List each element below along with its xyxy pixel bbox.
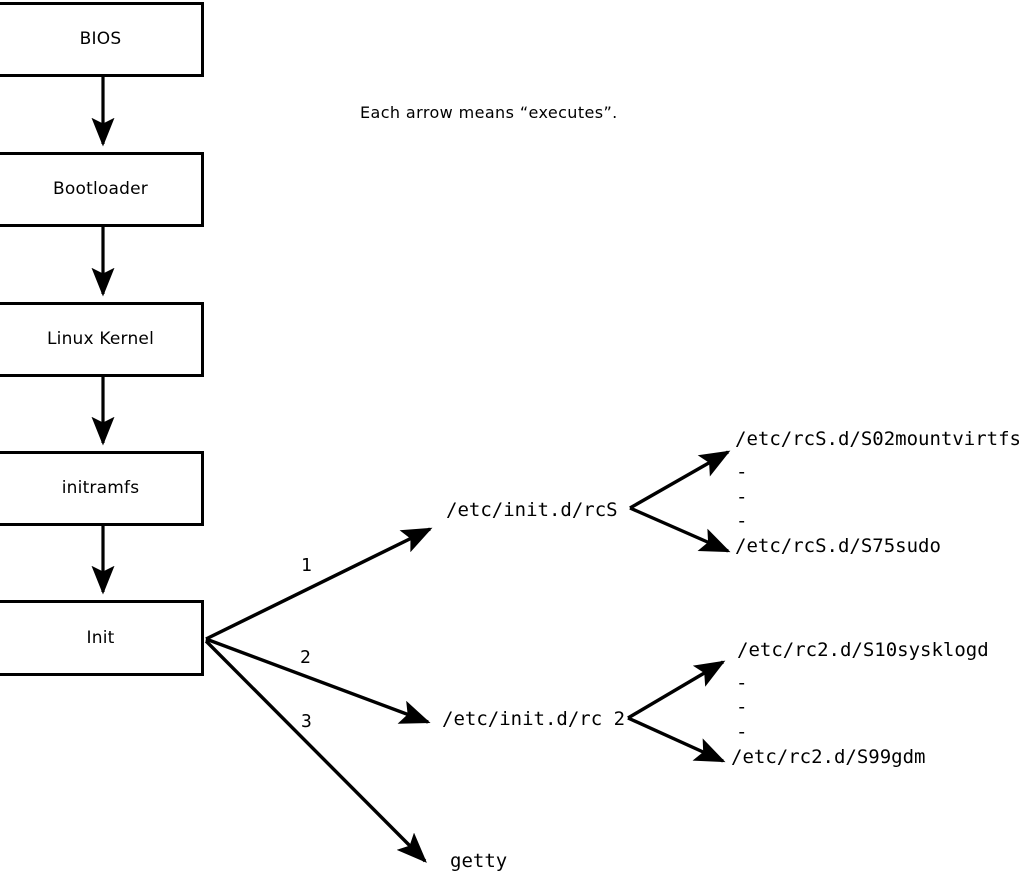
rc2-ellipsis-2: - <box>736 696 748 718</box>
branch-target-rcs[interactable]: /etc/init.d/rcS <box>446 499 618 521</box>
edge-rcs-to-last-script <box>629 506 731 553</box>
edge-init-to-rcs <box>205 527 433 641</box>
edge-init-to-rc2 <box>205 637 431 724</box>
rcs-ellipsis-1: - <box>736 461 748 483</box>
branch-target-rc2[interactable]: /etc/init.d/rc 2 <box>442 708 626 730</box>
rcs-script-first[interactable]: /etc/rcS.d/S02mountvirtfs <box>735 428 1021 450</box>
node-bios[interactable]: BIOS <box>0 2 204 77</box>
branch-number-2: 2 <box>300 647 311 668</box>
node-bootloader[interactable]: Bootloader <box>0 152 204 227</box>
node-init-label: Init <box>86 627 115 648</box>
edge-rcs-to-first-script <box>629 450 731 510</box>
rc2-ellipsis-3: - <box>736 721 748 743</box>
rc2-script-first[interactable]: /etc/rc2.d/S10sysklogd <box>737 639 989 661</box>
rc2-ellipsis-1: - <box>736 672 748 694</box>
node-bios-label: BIOS <box>79 29 122 49</box>
rcs-ellipsis-3: - <box>736 510 748 532</box>
node-bootloader-label: Bootloader <box>53 179 148 199</box>
branch-number-3: 3 <box>301 711 312 732</box>
node-linux-kernel-label: Linux Kernel <box>46 329 154 349</box>
rcs-script-last[interactable]: /etc/rcS.d/S75sudo <box>735 535 941 557</box>
rc2-script-last[interactable]: /etc/rc2.d/S99gdm <box>731 746 926 768</box>
edge-rc2-to-first-script <box>627 660 726 720</box>
edge-init-to-getty <box>204 639 427 863</box>
edge-rc2-to-last-script <box>627 716 726 763</box>
node-initramfs-label: initramfs <box>61 478 140 498</box>
node-init[interactable]: Init <box>0 600 204 676</box>
legend-note: Each arrow means “executes”. <box>360 103 618 122</box>
node-initramfs[interactable]: initramfs <box>0 451 204 526</box>
rcs-ellipsis-2: - <box>736 486 748 508</box>
branch-target-getty[interactable]: getty <box>450 850 508 872</box>
branch-number-1: 1 <box>301 555 312 576</box>
node-linux-kernel[interactable]: Linux Kernel <box>0 302 204 377</box>
